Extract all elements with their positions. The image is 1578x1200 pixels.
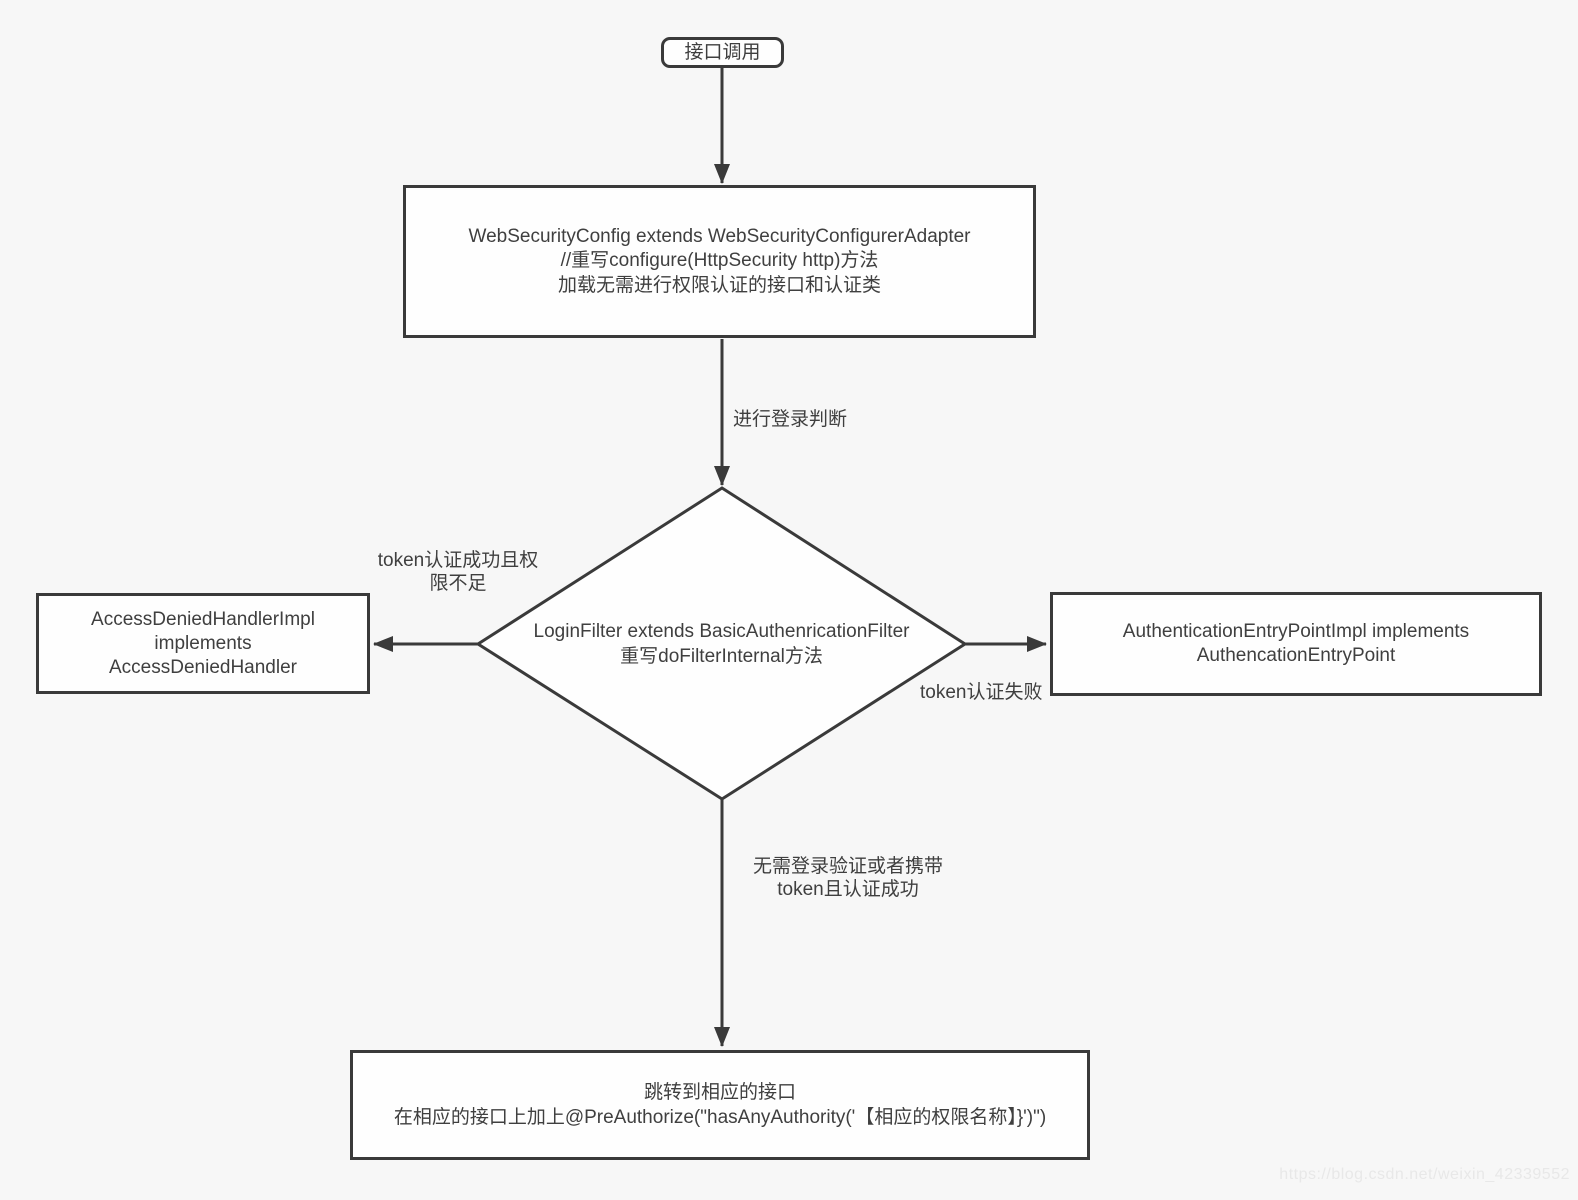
node-access-denied-line: AccessDeniedHandlerImpl <box>91 608 315 630</box>
node-access-denied-line: implements <box>154 632 252 654</box>
edge-label-token-ok-line: 限不足 <box>429 573 487 594</box>
node-websecurityconfig-line: 加载无需进行权限认证的接口和认证类 <box>557 274 881 296</box>
node-endpoint-line: 在相应的接口上加上@PreAuthorize("hasAnyAuthority(… <box>393 1107 1047 1128</box>
node-authentication-entry-point: AuthenticationEntryPointImpl implements … <box>1050 592 1542 696</box>
node-websecurityconfig-line: //重写configure(HttpSecurity http)方法 <box>560 250 879 272</box>
edge-label-no-auth-line: token且认证成功 <box>777 879 919 900</box>
edge-label-no-auth-line: 无需登录验证或者携带 <box>752 856 943 877</box>
decision-diamond-shape <box>475 486 968 801</box>
node-entry-point-line: AuthenticationEntryPointImpl implements <box>1122 621 1470 642</box>
edge-label-token-ok-no-permission: token认证成功且权 限不足 <box>360 549 556 595</box>
edge-label-token-ok-line: token认证成功且权 <box>377 550 539 571</box>
edge-label-no-login-or-token-ok: 无需登录验证或者携带 token且认证成功 <box>740 855 956 901</box>
node-entry-point-line: AuthencationEntryPoint <box>1196 645 1396 666</box>
node-access-denied-handler: AccessDeniedHandlerImpl implements Acces… <box>36 593 370 694</box>
edge-label-token-fail: token认证失败 <box>920 682 1043 703</box>
node-endpoint: 跳转到相应的接口 在相应的接口上加上@PreAuthorize("hasAnyA… <box>350 1050 1090 1160</box>
node-access-denied-line: AccessDeniedHandler <box>109 656 297 678</box>
node-endpoint-line: 跳转到相应的接口 <box>643 1082 796 1103</box>
csdn-watermark: https://blog.csdn.net/weixin_42339552 <box>1279 1166 1570 1183</box>
node-websecurityconfig-line: WebSecurityConfig extends WebSecurityCon… <box>468 225 971 247</box>
node-start: 接口调用 <box>661 37 784 68</box>
node-start-label: 接口调用 <box>684 41 761 63</box>
edge-label-login-check: 进行登录判断 <box>733 409 848 430</box>
node-websecurityconfig: WebSecurityConfig extends WebSecurityCon… <box>403 185 1036 338</box>
